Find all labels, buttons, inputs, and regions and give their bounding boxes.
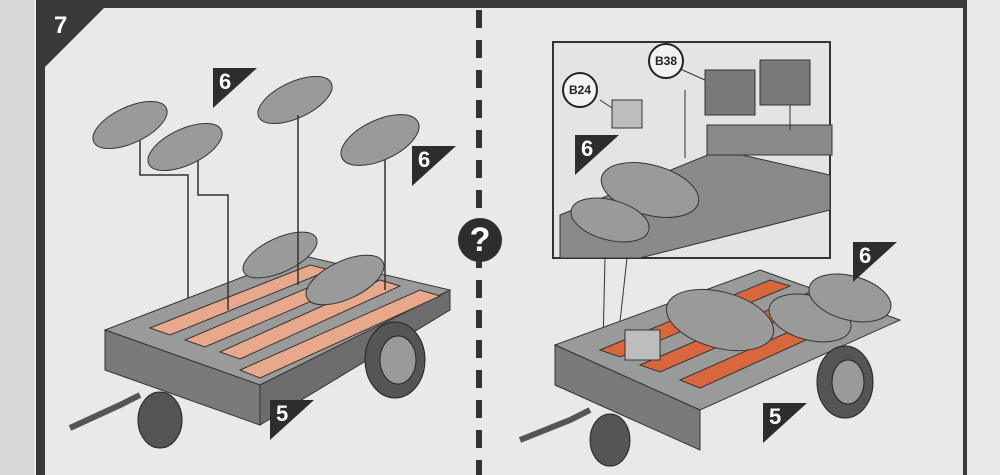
part-callout-b24: B24 xyxy=(562,72,598,108)
step-number: 7 xyxy=(54,12,68,39)
substep-label: 6 xyxy=(213,68,257,108)
substep-label: 5 xyxy=(270,400,314,440)
frame-top-border xyxy=(36,0,966,8)
substep-label: 6 xyxy=(412,146,456,186)
step-number-badge: 7 xyxy=(44,8,104,68)
inset-illustration xyxy=(559,59,833,259)
part-callout-b38: B38 xyxy=(648,43,684,79)
substep-label: 6 xyxy=(853,242,897,282)
help-question-icon: ? xyxy=(458,218,502,262)
trailer-left xyxy=(68,254,452,449)
substep-label: 6 xyxy=(575,135,619,175)
assembly-arrows-left xyxy=(139,115,386,310)
trailer-right xyxy=(518,269,902,467)
frame-right-border xyxy=(963,0,967,475)
frame-left-border xyxy=(36,0,45,475)
substep-label: 5 xyxy=(763,403,807,443)
